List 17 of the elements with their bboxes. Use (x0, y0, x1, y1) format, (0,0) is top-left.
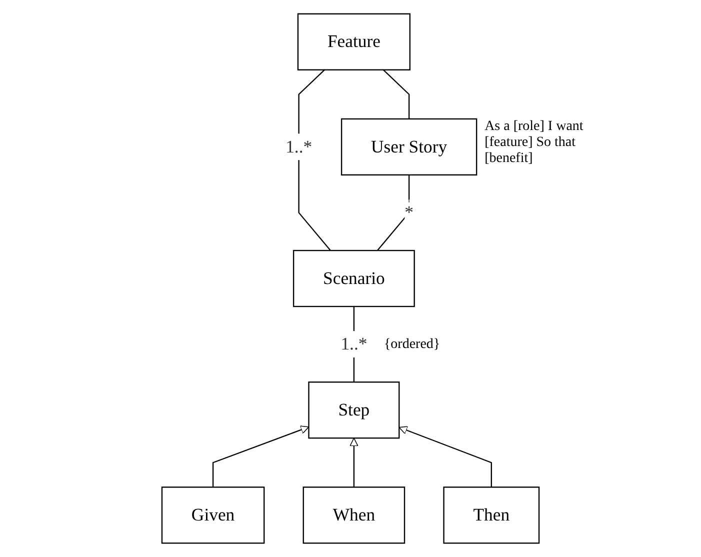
connector (382, 69, 410, 119)
edge-label: 1..* (340, 334, 368, 354)
arrow (350, 438, 358, 488)
node-box: Scenario (292, 250, 415, 308)
arrow (212, 426, 310, 488)
edge-label: 1..* (286, 136, 312, 156)
connector (376, 174, 410, 251)
node-box: Feature (297, 13, 410, 70)
node-box: User Story (340, 118, 478, 176)
note-text: As a [role] I want [feature] So that [benefit] (484, 118, 584, 167)
node-box: Given (161, 486, 265, 544)
arrow (398, 426, 492, 488)
node-box: When (302, 486, 406, 544)
node-box: Step (308, 382, 400, 439)
constraint-label: {ordered} (384, 337, 440, 354)
node-box: Then (443, 486, 540, 544)
edge-label: * (404, 202, 414, 222)
